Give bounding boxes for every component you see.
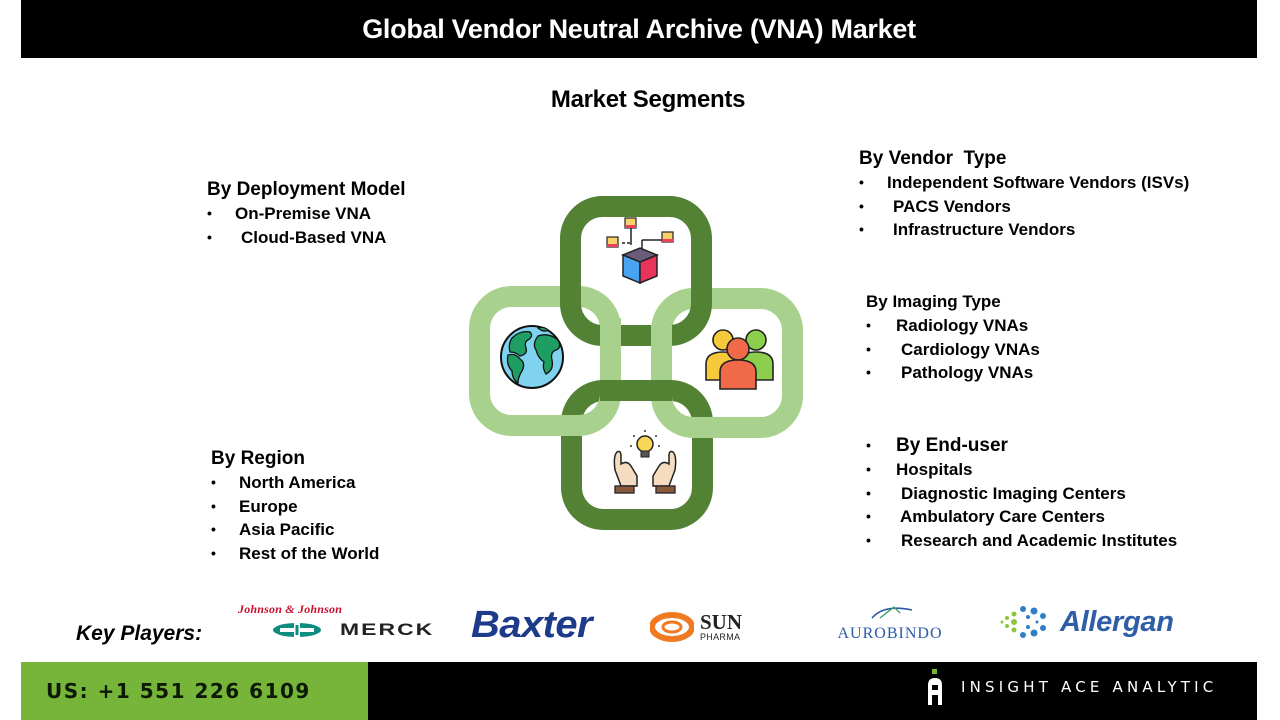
network-cube-icon [606, 217, 674, 285]
pharma-wordmark: PHARMA [700, 632, 741, 642]
ring-top [560, 196, 712, 346]
list-item: •Europe [211, 496, 298, 516]
brand-logo: INSIGHT ACE ANALYTIC [927, 669, 1217, 705]
list-item: •Radiology VNAs [866, 316, 1029, 335]
bullet-icon: • [866, 508, 871, 524]
segment-imaging-type: By Imaging Type •Radiology VNAs •Cardiol… [866, 290, 1040, 385]
title-bar: Global Vendor Neutral Archive (VNA) Mark… [21, 0, 1257, 58]
segment-list: •Independent Software Vendors (ISVs) •PA… [859, 171, 1189, 242]
insight-ace-logo-icon [928, 669, 942, 705]
list-item: •Research and Academic Institutes [866, 530, 1178, 550]
segment-end-user: •By End-user •Hospitals •Diagnostic Imag… [866, 433, 1177, 552]
bullet-icon: • [866, 340, 871, 357]
segment-list: •North America •Europe •Asia Pacific •Re… [211, 471, 379, 565]
list-item: •Independent Software Vendors (ISVs) [859, 173, 1190, 192]
ring-bottom [561, 380, 713, 530]
logo-johnson-johnson: Johnson & Johnson [238, 602, 343, 616]
ring-left [469, 286, 621, 436]
bullet-icon: • [859, 197, 864, 214]
page-title: Global Vendor Neutral Archive (VNA) Mark… [362, 13, 916, 44]
bullet-icon: • [859, 221, 864, 237]
segment-title: By Deployment Model [207, 179, 406, 200]
brand-name: INSIGHT ACE ANALYTIC [961, 678, 1218, 696]
footer-bar [368, 662, 1257, 720]
bullet-icon: • [211, 497, 216, 514]
segment-list: •Radiology VNAs •Cardiology VNAs •Pathol… [866, 314, 1040, 385]
list-item: •Cloud-Based VNA [207, 227, 387, 247]
list-item: •Rest of the World [211, 543, 380, 563]
list-item: •Ambulatory Care Centers [866, 507, 1106, 526]
list-item: •Cardiology VNAs [866, 339, 1040, 359]
section-subtitle: Market Segments [550, 86, 746, 113]
hands-lightbulb-icon [613, 430, 677, 494]
logo-sun-pharma: SUN PHARMA [650, 612, 742, 642]
bullet-icon: • [859, 174, 864, 190]
sun-wordmark: SUN [700, 610, 743, 634]
interlocking-rings-graphic [455, 185, 815, 545]
aurobindo-wordmark: AUROBINDO [837, 625, 943, 642]
list-item: •Pathology VNAs [866, 363, 1034, 382]
segment-title: By Region [211, 448, 305, 469]
allergan-wordmark: Allergan [1060, 605, 1174, 638]
logo-merck: MERCK [272, 620, 432, 640]
logo-baxter: Baxter [471, 604, 593, 646]
segment-deployment-model: By Deployment Model •On-Premise VNA •Clo… [207, 178, 405, 249]
bullet-icon: • [866, 461, 871, 477]
list-item: •Infrastructure Vendors [859, 220, 1076, 239]
list-item: •PACS Vendors [859, 196, 1011, 216]
key-players-label: Key Players: [76, 622, 203, 645]
bullet-icon: • [207, 228, 212, 245]
logo-aurobindo: AUROBINDO [810, 604, 970, 643]
bullet-icon: • [866, 437, 871, 453]
merck-emblem-icon [273, 623, 321, 637]
phone-number[interactable]: US: +1 551 226 6109 [46, 679, 311, 703]
bullet-icon: • [211, 521, 216, 537]
globe-icon [500, 325, 564, 389]
people-group-icon [705, 329, 774, 390]
bullet-icon: • [211, 474, 216, 490]
bullet-icon: • [866, 531, 871, 548]
bullet-icon: • [866, 364, 871, 380]
sun-pharma-swirl-icon [650, 612, 694, 642]
allergan-dots-icon [1000, 606, 1046, 638]
list-item: •Hospitals [866, 460, 973, 479]
list-item: •Asia Pacific [211, 520, 335, 539]
logo-allergan: Allergan [998, 604, 1174, 640]
segment-list: •By End-user •Hospitals •Diagnostic Imag… [866, 433, 1177, 552]
segment-vendor-type: By Vendor Type •Independent Software Ven… [859, 147, 1189, 242]
footer-contact: US: +1 551 226 6109 [21, 662, 368, 720]
aurobindo-swoosh-icon [871, 606, 913, 619]
bullet-icon: • [207, 205, 212, 221]
merck-wordmark: MERCK [340, 620, 435, 639]
segment-title: By Vendor Type [859, 148, 1007, 169]
list-item: •Diagnostic Imaging Centers [866, 483, 1126, 503]
segment-region: By Region •North America •Europe •Asia P… [211, 447, 379, 565]
segment-list: •On-Premise VNA •Cloud-Based VNA [207, 202, 405, 249]
bullet-icon: • [866, 484, 871, 501]
segment-title: •By End-user [866, 435, 1008, 456]
list-item: •On-Premise VNA [207, 204, 372, 223]
list-item: •North America [211, 473, 356, 492]
segment-title: By Imaging Type [866, 292, 1001, 311]
bullet-icon: • [211, 544, 216, 561]
bullet-icon: • [866, 317, 871, 333]
ring-right [651, 288, 803, 438]
